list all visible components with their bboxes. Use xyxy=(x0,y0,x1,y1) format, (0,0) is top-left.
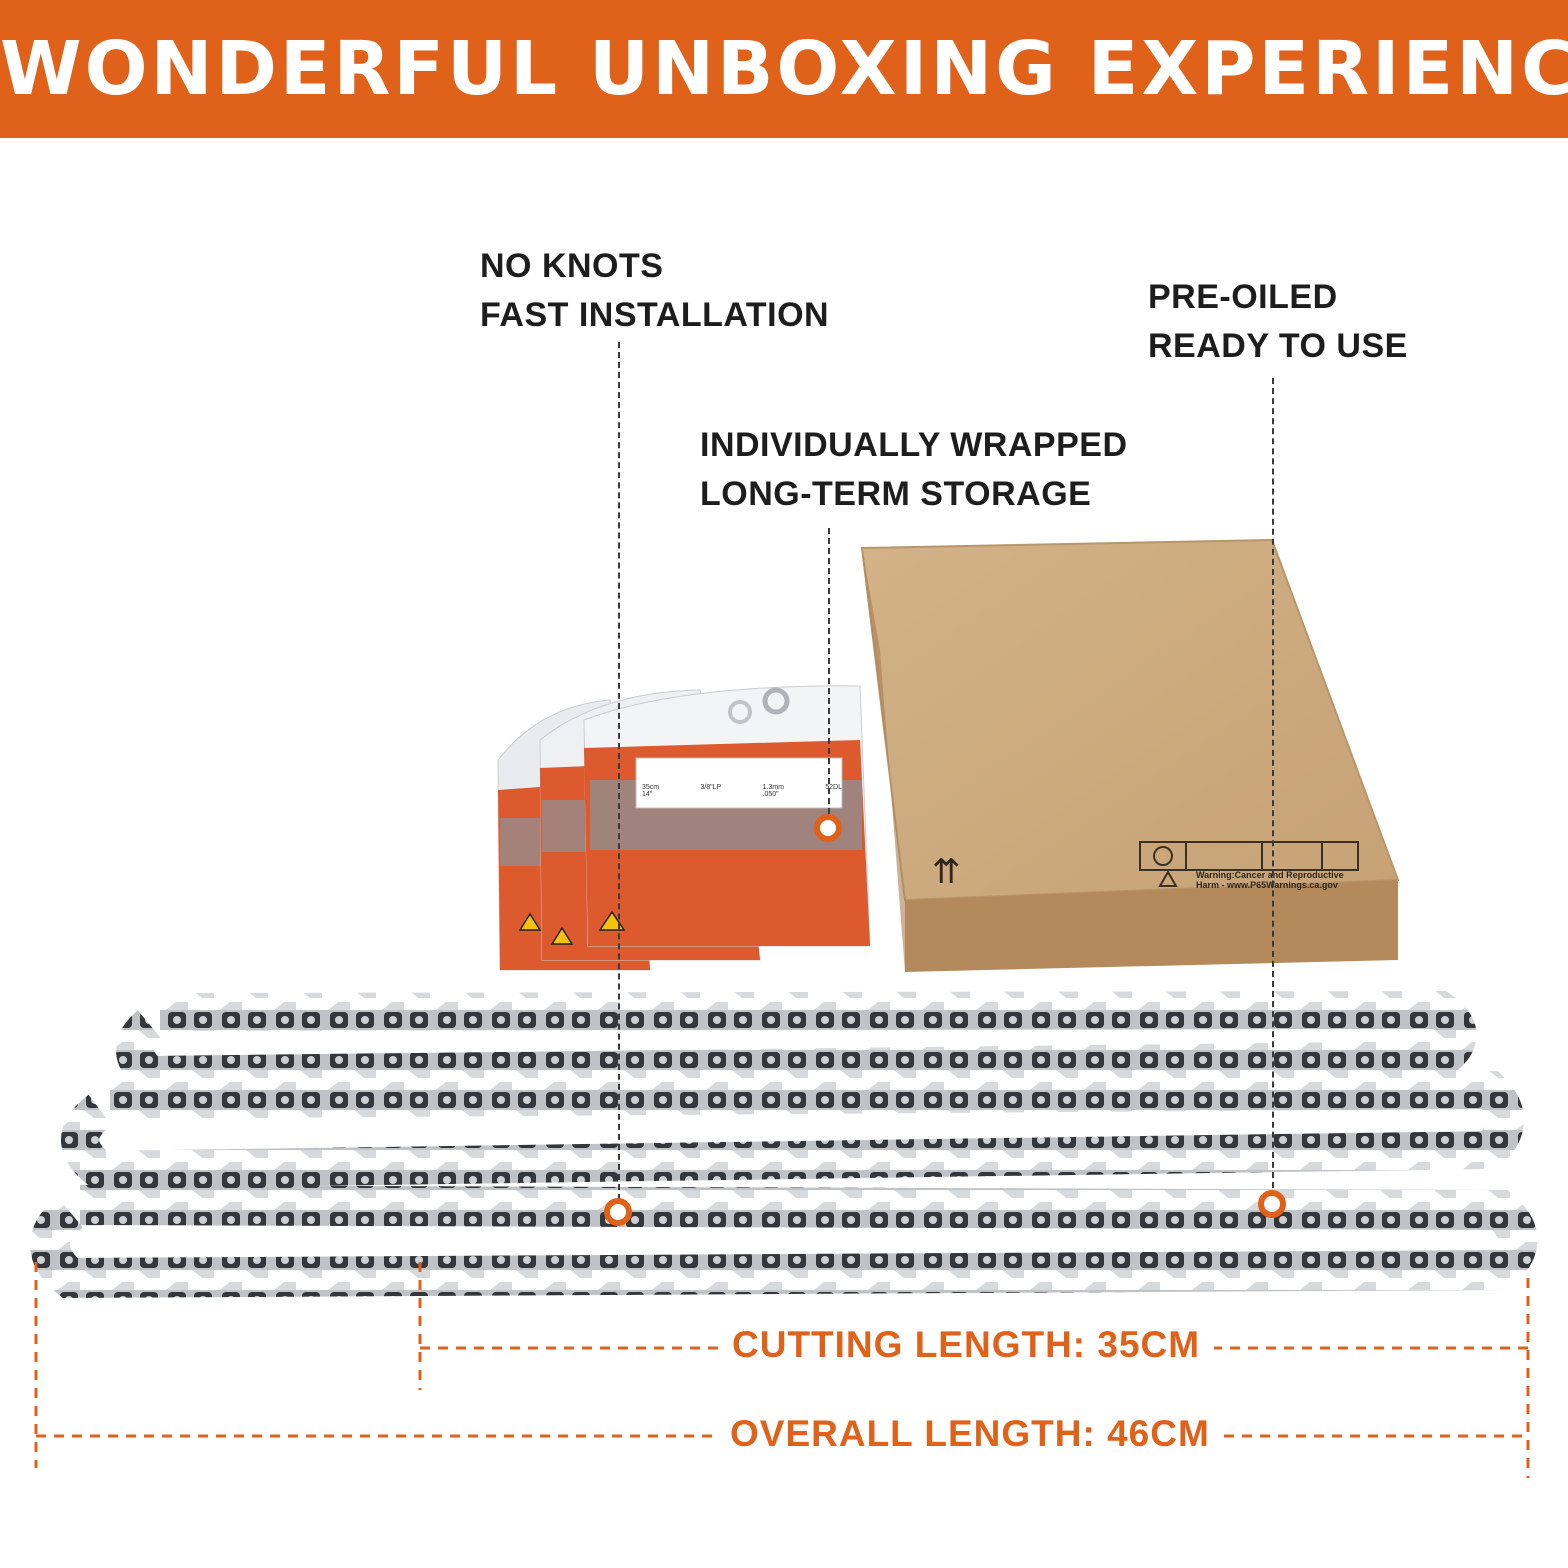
cutting-length-label: CUTTING LENGTH: 35CM xyxy=(718,1324,1215,1366)
bag-label: 35cm 14" 3/8"LP 1.3mm .050" 52DL xyxy=(642,784,842,798)
box-warning-line1: Warning:Cancer and Reproductive xyxy=(1196,870,1344,880)
callout-pre-oiled-marker xyxy=(1258,1190,1286,1218)
overall-length-label: OVERALL LENGTH: 46CM xyxy=(716,1413,1224,1455)
bag-label-length: 35cm xyxy=(642,784,660,791)
callout-wrapped-marker xyxy=(814,814,842,842)
warning-icon xyxy=(1158,869,1178,887)
callout-no-knots: NO KNOTS FAST INSTALLATION xyxy=(480,242,829,340)
callout-no-knots-marker xyxy=(604,1198,632,1226)
box-warning-text: Warning:Cancer and Reproductive Harm - w… xyxy=(1196,870,1344,890)
callout-no-knots-leader xyxy=(618,342,620,1200)
callout-wrapped-line1: INDIVIDUALLY WRAPPED xyxy=(700,426,1128,464)
bag-label-gauge: 1.3mm xyxy=(762,784,784,791)
header-banner xyxy=(0,0,1568,138)
cardboard-box xyxy=(860,538,1400,972)
callout-pre-oiled-leader xyxy=(1272,378,1274,1188)
chain-bags xyxy=(497,685,871,971)
banner-title: WONDERFUL UNBOXING EXPERIENCE xyxy=(0,26,1568,112)
recycle-icon xyxy=(1153,846,1173,866)
box-warning-line2: Harm - www.P65Warnings.ca.gov xyxy=(1196,880,1338,890)
callout-no-knots-line1: NO KNOTS xyxy=(480,247,664,285)
bag-label-pitch: 3/8"LP xyxy=(700,784,722,791)
up-arrows-icon: ⇈ xyxy=(932,853,961,891)
callout-no-knots-line2: FAST INSTALLATION xyxy=(480,296,830,334)
bag-label-length-in: 14" xyxy=(642,791,653,798)
callout-pre-oiled-line2: READY TO USE xyxy=(1148,327,1408,365)
callout-wrapped-leader xyxy=(828,528,830,814)
callout-pre-oiled-line1: PRE-OILED xyxy=(1148,278,1338,316)
saw-chains xyxy=(30,990,1538,1299)
bag-label-gauge-in: .050" xyxy=(762,791,779,798)
callout-wrapped: INDIVIDUALLY WRAPPED LONG-TERM STORAGE xyxy=(700,421,1128,519)
callout-wrapped-line2: LONG-TERM STORAGE xyxy=(700,475,1092,513)
callout-pre-oiled: PRE-OILED READY TO USE xyxy=(1148,273,1408,371)
bag-label-links: 52DL xyxy=(825,784,842,791)
